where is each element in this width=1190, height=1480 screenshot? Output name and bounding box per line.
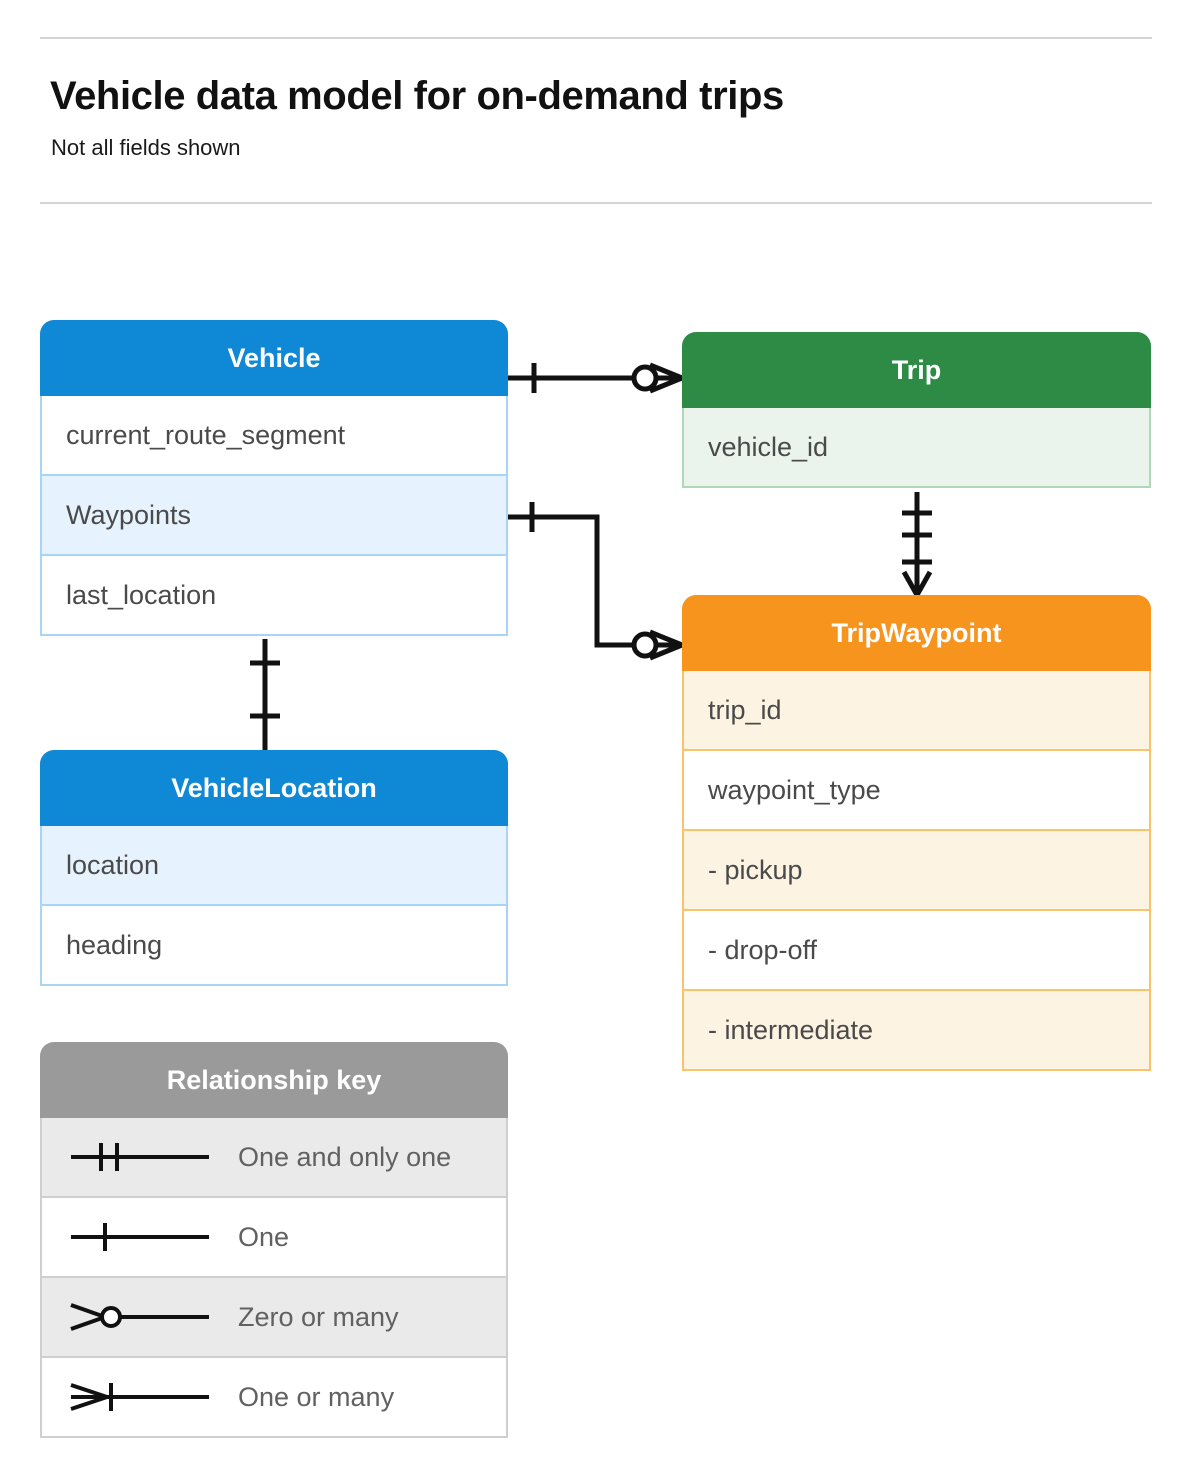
entity-trip[interactable]: Trip vehicle_id [682,332,1151,488]
connector-vehicle-vehiclelocation [250,639,280,750]
header-divider-top [40,37,1152,39]
field-heading[interactable]: heading [40,906,508,986]
field-vehicle-id[interactable]: vehicle_id [682,408,1151,488]
entity-vehicle-location-title: VehicleLocation [40,750,508,826]
relationship-key-title: Relationship key [40,1042,508,1118]
field-waypoint-type-intermediate[interactable]: - intermediate [682,991,1151,1071]
field-waypoint-type-pickup[interactable]: - pickup [682,831,1151,911]
legend-row-one: One [40,1198,508,1278]
entity-vehicle-location[interactable]: VehicleLocation location heading [40,750,508,986]
field-waypoint-type[interactable]: waypoint_type [682,751,1151,831]
one-and-only-one-icon [42,1137,238,1177]
field-current-route-segment[interactable]: current_route_segment [40,396,508,476]
zero-or-many-icon [42,1297,238,1337]
field-waypoints[interactable]: Waypoints [40,476,508,556]
connector-vehicle-trip [508,362,683,394]
page-subtitle: Not all fields shown [51,135,241,160]
entity-trip-waypoint-title: TripWaypoint [682,595,1151,671]
legend-row-zero-or-many: Zero or many [40,1278,508,1358]
field-location[interactable]: location [40,826,508,906]
field-waypoint-type-drop-off[interactable]: - drop-off [682,911,1151,991]
legend-label-one: One [238,1221,290,1252]
page-title: Vehicle data model for on-demand trips [50,74,784,118]
connector-trip-tripwaypoint [901,492,933,597]
entity-trip-title: Trip [682,332,1151,408]
legend-label-zero-or-many: Zero or many [238,1301,399,1332]
legend-label-one-and-only-one: One and only one [238,1141,452,1172]
legend-row-one-or-many: One or many [40,1358,508,1438]
legend-label-one-or-many: One or many [238,1381,395,1412]
relationship-key-legend: Relationship key One and only one [40,1042,508,1438]
connector-waypoints-tripwaypoint [508,502,683,661]
one-or-many-icon [42,1377,238,1417]
header-divider-bottom [40,202,1152,204]
legend-row-one-and-only-one: One and only one [40,1118,508,1198]
entity-vehicle-title: Vehicle [40,320,508,396]
entity-trip-waypoint[interactable]: TripWaypoint trip_id waypoint_type - pic… [682,595,1151,1071]
one-icon [42,1217,238,1257]
entity-vehicle[interactable]: Vehicle current_route_segment Waypoints … [40,320,508,636]
field-trip-id[interactable]: trip_id [682,671,1151,751]
field-last-location[interactable]: last_location [40,556,508,636]
